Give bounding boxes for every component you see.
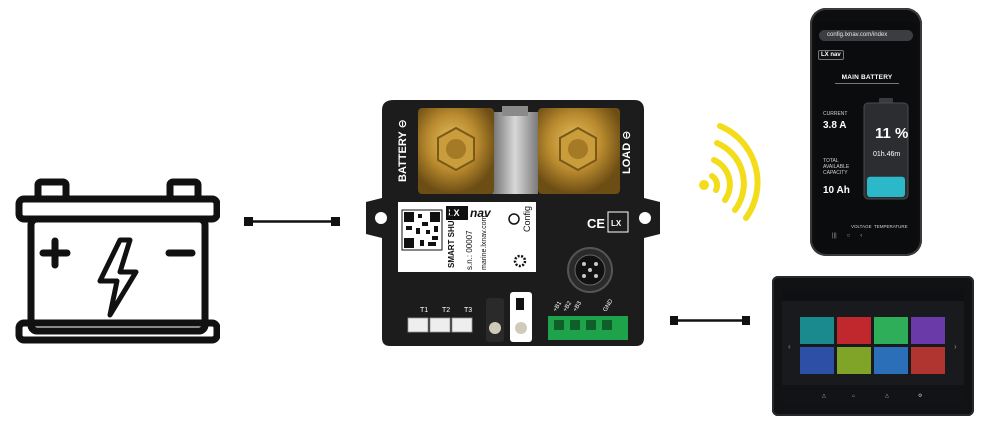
phone-url-bar[interactable]: config.lxnav.com/index — [819, 30, 913, 41]
svg-text:LX: LX — [611, 219, 622, 228]
temp-label-1: T1 — [420, 307, 428, 314]
cable-icon — [244, 217, 340, 226]
temp-label-2: T2 — [442, 307, 450, 314]
cable-icon — [670, 316, 750, 325]
chartplotter-app-grid: △ ⌂ △ ⚙ ‹ › — [782, 289, 964, 404]
load-label: LOAD ⊖ — [621, 131, 633, 174]
phone-nav-bar: ||| ○ ‹ — [832, 233, 863, 239]
device-website: marine.lxnav.com — [481, 215, 488, 270]
tab-voltage[interactable]: VOLTAGE — [851, 224, 872, 229]
wifi-signal-icon — [699, 123, 761, 221]
config-label: Config — [522, 206, 532, 232]
chartplotter-screen — [782, 289, 964, 404]
io-label-3: +B3 — [573, 300, 584, 313]
svg-text:△: △ — [885, 393, 889, 399]
io-label-1: +B1 — [553, 300, 564, 313]
battery-label: BATTERY ⊖ — [397, 119, 409, 182]
current-value: 3.8 A — [823, 120, 847, 131]
tab-temperature[interactable]: TEMPERATURE — [874, 224, 908, 229]
svg-text:LX: LX — [448, 208, 460, 218]
device-product: SMART SHUNT — [447, 210, 456, 268]
current-label: CURRENT — [823, 111, 848, 117]
soc-percent: 11 % — [875, 125, 909, 142]
phone-main-title: MAIN BATTERY — [841, 74, 893, 81]
svg-text:‹: ‹ — [788, 342, 791, 351]
time-remaining: 01h.46m — [873, 151, 901, 158]
device-serial: s.n.: 00007 — [465, 230, 474, 270]
car-battery-icon — [15, 178, 220, 344]
config-gear-icon — [513, 254, 527, 268]
lightning-icon — [97, 237, 139, 318]
smart-shunt-device: BATTERY ⊖ LOAD ⊖ CE LX LX nav SMART SHUN… — [366, 100, 660, 346]
capacity-value: 10 Ah — [823, 185, 850, 196]
svg-text:⌂: ⌂ — [852, 393, 855, 399]
io-label-2: +B2 — [563, 300, 574, 313]
svg-text:△: △ — [822, 393, 826, 399]
phone-brand-logo: LX nav — [818, 50, 844, 60]
battery-fill — [867, 176, 905, 197]
battery-level-icon — [863, 98, 909, 200]
capacity-label: TOTAL AVAILABLE CAPACITY — [823, 158, 850, 176]
svg-text:›: › — [954, 342, 957, 351]
temp-label-3: T3 — [464, 307, 472, 314]
device-brand: nav — [470, 206, 492, 220]
svg-text:CE: CE — [587, 216, 605, 231]
svg-text:⚙: ⚙ — [918, 393, 923, 399]
